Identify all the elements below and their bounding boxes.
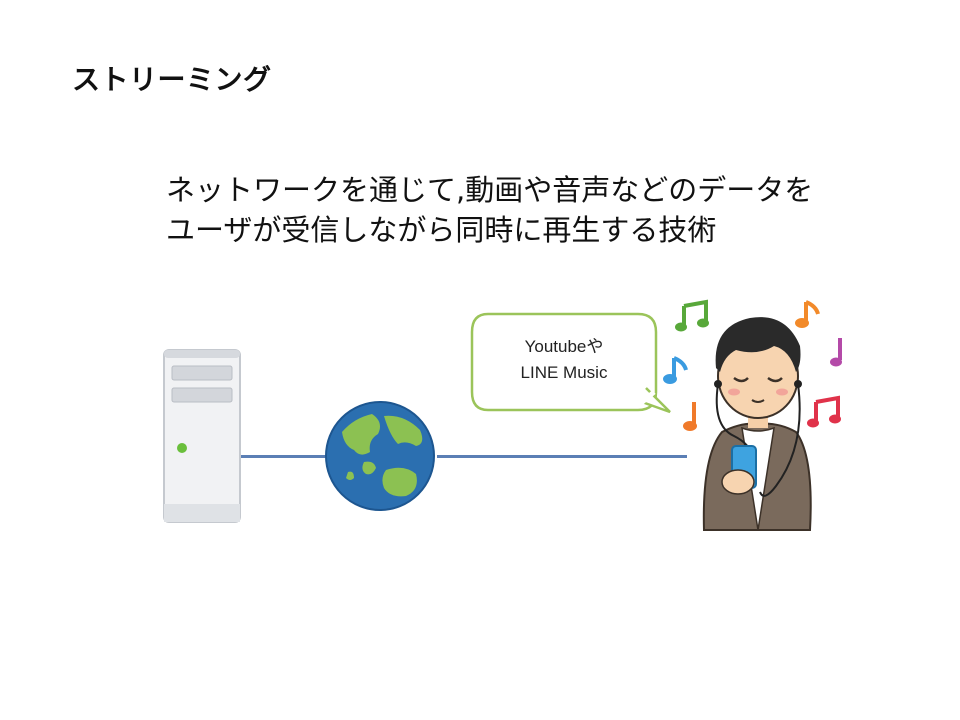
slide-description: ネットワークを通じて,動画や音声などのデータを ユーザが受信しながら同時に再生す… <box>166 170 813 250</box>
description-line-1: ネットワークを通じて,動画や音声などのデータを <box>166 173 814 207</box>
connection-line-globe-user <box>437 455 687 458</box>
person-with-headphones-icon <box>702 317 812 531</box>
description-line-2: ユーザが受信しながら同時に再生する技術 <box>166 213 717 247</box>
bubble-line-2: LINE Music <box>520 363 608 382</box>
music-note-icon <box>795 300 820 328</box>
connection-line-server-globe <box>240 455 326 458</box>
music-note-icon <box>830 338 842 367</box>
server-icon <box>163 349 241 523</box>
globe-icon <box>325 401 435 511</box>
bubble-text: Youtubeや LINE Music <box>474 334 654 386</box>
music-note-icon <box>683 402 697 431</box>
bubble-line-1: Youtubeや <box>524 337 604 356</box>
music-note-icon <box>675 299 709 332</box>
speech-bubble <box>470 312 671 414</box>
music-note-icon <box>663 356 688 384</box>
music-note-icon <box>807 395 841 428</box>
slide-title: ストリーミング <box>72 63 272 96</box>
